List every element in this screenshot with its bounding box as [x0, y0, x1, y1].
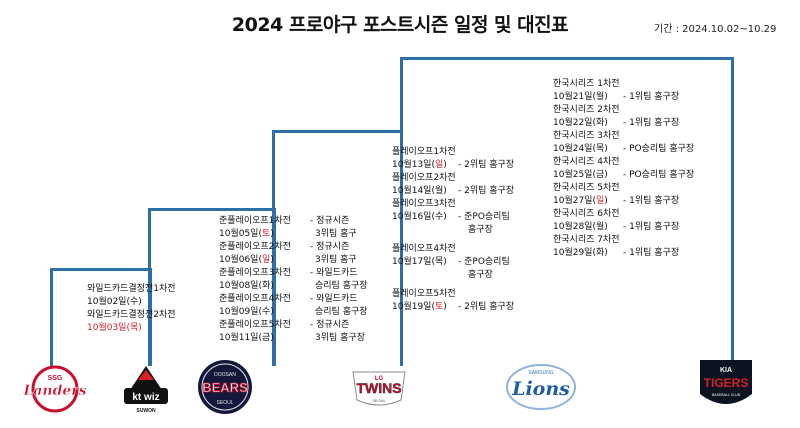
landers-main: Landers	[22, 383, 86, 399]
ks-6-date: 10월28일(월)	[553, 222, 608, 232]
semi-po-4-label: 준플레이오프4차전	[219, 294, 291, 304]
po-5-label: 플레이오프5차전	[392, 289, 456, 299]
ks-7-label: 한국시리즈 7차전	[553, 235, 620, 245]
semi-po-5-home: 3위팀 홈구장	[315, 333, 365, 343]
po-1-label: 플레이오프1차전	[392, 147, 456, 157]
po-2-label: 플레이오프2차전	[392, 173, 456, 183]
tigers-main: TIGERS	[704, 376, 749, 390]
ks-4-home: - PO승리팀 홈구장	[623, 170, 695, 180]
ks-3-home: - PO승리팀 홈구장	[623, 144, 695, 154]
weekend-day: 일	[434, 160, 444, 170]
po-4-home2: 홈구장	[468, 270, 493, 280]
lions-top: SAMSUNG	[528, 370, 553, 376]
po-4-date: 10월17일(목)	[392, 257, 447, 267]
twins-top: LG	[375, 376, 384, 382]
po-3-home2: 홈구장	[468, 225, 493, 235]
tigers-logo: KIA TIGERS BASEBALL CLUB	[694, 356, 758, 416]
page-title: 2024 프로야구 포스트시즌 일정 및 대진표	[231, 14, 569, 36]
ks-3-date: 10월24일(목)	[553, 144, 608, 154]
po-5-home: - 2위팀 홈구장	[458, 302, 515, 312]
ks-7-home: - 1위팀 홈구장	[623, 248, 680, 258]
twins-main: TWINS	[356, 380, 401, 396]
semi-po-3-home: 승리팀 홈구장	[315, 281, 368, 291]
semi-po-4-home: 승리팀 홈구장	[315, 307, 368, 317]
ks-5-label: 한국시리즈 5차전	[553, 183, 620, 193]
bears-top: DOOSAN	[214, 372, 236, 378]
po-1-home: - 2위팀 홈구장	[458, 160, 515, 170]
po-2-date: 10월14일(월)	[392, 186, 447, 196]
landers-logo: SSG Landers	[22, 363, 88, 415]
ks-6-home: - 1위팀 홈구장	[623, 222, 680, 232]
wildcard-schedule: 와일드카드결정전1차전 10월02일(수) 와일드카드결정전2차전 10월03일…	[87, 283, 176, 335]
semi-po-4-note: - 와일드카드	[310, 294, 358, 304]
ks-4-label: 한국시리즈 4차전	[553, 157, 620, 167]
semi-po-4-date: 10월09일(수)	[219, 307, 274, 317]
weekend-day: 일	[595, 196, 605, 206]
wildcard-game1-date: 10월02일(수)	[87, 297, 142, 307]
bears-sub: SEOUL	[217, 400, 234, 406]
tigers-sub: BASEBALL CLUB	[712, 393, 741, 397]
ks-4-date: 10월25일(금)	[553, 170, 608, 180]
po-4-label: 플레이오프4차전	[392, 244, 456, 254]
semi-po-1-label: 준플레이오프1차전	[219, 216, 291, 226]
semi-po-1-home: 3위팀 홈구	[315, 229, 357, 239]
semi-po-3-date: 10월08일(화)	[219, 281, 274, 291]
semi-po-5-label: 준플레이오프5차전	[219, 320, 291, 330]
ktwiz-sub: SUWON	[136, 408, 156, 414]
ks-2-label: 한국시리즈 2차전	[553, 105, 620, 115]
weekend-day: 일	[261, 255, 271, 265]
wildcard-game2-label: 와일드카드결정전2차전	[87, 310, 176, 320]
semi-po-5-note: - 정규시즌	[310, 320, 350, 330]
po-1-date: 10월13일(일)	[392, 160, 447, 170]
wildcard-game1-label: 와일드카드결정전1차전	[87, 284, 176, 294]
bears-logo: DOOSAN BEARS SEOUL	[190, 358, 260, 416]
semi-po-1-note: - 정규시즌	[310, 216, 350, 226]
ktwiz-main: kt wiz	[132, 392, 159, 403]
landers-top: SSG	[48, 375, 63, 382]
semi-po-5-date: 10월11일(금)	[219, 333, 274, 343]
po-3-home: - 준PO승리팀	[458, 212, 510, 222]
po-5-date: 10월19일(토)	[392, 302, 447, 312]
ks-6-label: 한국시리즈 6차전	[553, 209, 620, 219]
bracket-korean-series	[400, 57, 734, 360]
playoff-schedule: 플레이오프1차전 10월13일(일) - 2위팀 홈구장 플레이오프2차전 10월…	[392, 146, 514, 314]
korean-series-schedule: 한국시리즈 1차전 10월21일(월) - 1위팀 홈구장 한국시리즈 2차전 1…	[553, 78, 694, 260]
ks-5-date: 10월27일(일)	[553, 196, 608, 206]
ks-2-home: - 1위팀 홈구장	[623, 118, 680, 128]
semi-po-3-label: 준플레이오프3차전	[219, 268, 291, 278]
ks-7-date: 10월29일(화)	[553, 248, 608, 258]
ks-1-home: - 1위팀 홈구장	[623, 92, 680, 102]
po-3-date: 10월16일(수)	[392, 212, 447, 222]
lions-main: Lions	[511, 378, 570, 400]
kt-wiz-logo: kt wiz SUWON	[114, 360, 178, 416]
semi-po-3-note: - 와일드카드	[310, 268, 358, 278]
ks-1-date: 10월21일(월)	[553, 92, 608, 102]
semi-po-2-date: 10월06일(일)	[219, 255, 274, 265]
ks-2-date: 10월22일(화)	[553, 118, 608, 128]
period-label: 기간 : 2024.10.02~10.29	[654, 24, 777, 35]
ks-5-home: - 1위팀 홈구장	[623, 196, 680, 206]
po-3-label: 플레이오프3차전	[392, 199, 456, 209]
semi-po-2-note: - 정규시즌	[310, 242, 350, 252]
po-4-home: - 준PO승리팀	[458, 257, 510, 267]
weekend-day: 토	[261, 229, 271, 239]
ks-1-label: 한국시리즈 1차전	[553, 79, 620, 89]
semi-po-schedule: 준플레이오프1차전 - 정규시즌 10월05일(토) 3위팀 홈구 준플레이오프2차…	[219, 215, 368, 345]
tigers-top: KIA	[720, 367, 732, 374]
ks-3-label: 한국시리즈 3차전	[553, 131, 620, 141]
weekend-day: 토	[434, 302, 444, 312]
po-2-home: - 2위팀 홈구장	[458, 186, 515, 196]
twins-sub: SEOUL	[372, 398, 386, 403]
bears-main: BEARS	[202, 380, 248, 395]
semi-po-2-home: 3위팀 홈구	[315, 255, 357, 265]
lions-logo: SAMSUNG Lions	[503, 360, 579, 412]
twins-logo: LG TWINS SEOUL	[343, 360, 415, 412]
wildcard-game2-date: 10월03일(목)	[87, 323, 142, 333]
semi-po-2-label: 준플레이오프2차전	[219, 242, 291, 252]
semi-po-1-date: 10월05일(토)	[219, 229, 274, 239]
